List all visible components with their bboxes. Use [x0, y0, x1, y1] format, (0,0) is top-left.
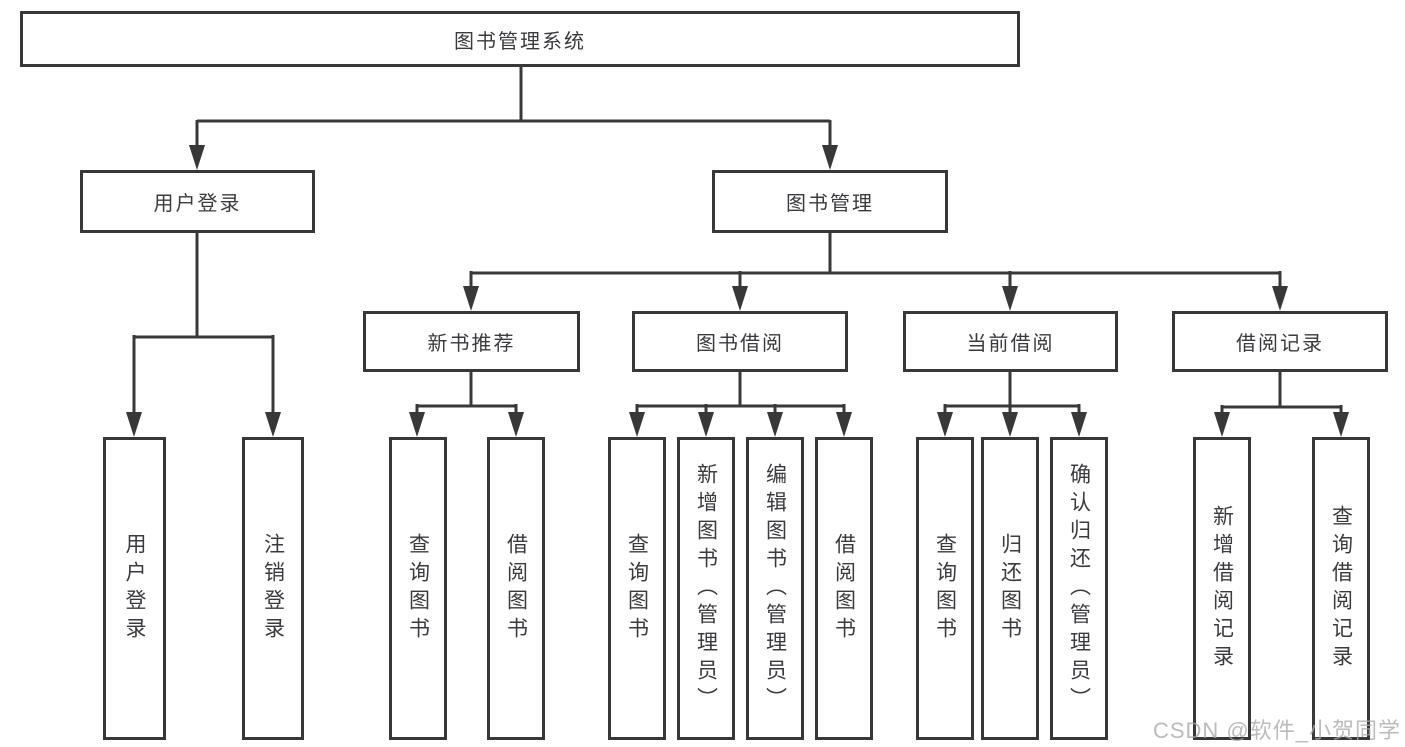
- leaf-query-books-2: 查询图书: [608, 437, 666, 740]
- leaf-add-book-admin: 新增图书（管理员）: [677, 437, 735, 740]
- node-book-management: 图书管理: [712, 170, 948, 233]
- arrow-down-icon: [189, 145, 205, 170]
- leaf-edit-book-admin: 编辑图书（管理员）: [746, 437, 804, 740]
- arrow-down-icon: [822, 145, 838, 170]
- csdn-watermark: CSDN @软件_小贺同学: [1152, 718, 1401, 743]
- arrow-down-icon: [836, 412, 852, 437]
- arrow-down-icon: [1272, 286, 1288, 311]
- node-user-login: 用户登录: [80, 170, 315, 233]
- arrow-down-icon: [698, 412, 714, 437]
- wire-records-to-leaves: [1220, 372, 1343, 416]
- leaf-query-books-3: 查询图书: [916, 437, 974, 740]
- leaf-borrow-books-1: 借阅图书: [487, 437, 545, 740]
- wire-root-to-level2: [195, 66, 832, 150]
- arrow-down-icon: [937, 412, 953, 437]
- wire-newbook-to-leaves: [415, 372, 518, 416]
- wire-bookmgmt-to-level3: [469, 232, 1282, 290]
- arrow-down-icon: [508, 412, 524, 437]
- arrow-down-icon: [463, 286, 479, 311]
- node-new-book-recommend: 新书推荐: [363, 311, 580, 372]
- node-root: 图书管理系统: [20, 11, 1020, 67]
- arrow-down-icon: [1002, 286, 1018, 311]
- arrow-down-icon: [732, 286, 748, 311]
- wire-currentborrow-to-leaves: [943, 372, 1081, 416]
- arrow-down-icon: [126, 412, 142, 437]
- arrow-down-icon: [1002, 412, 1018, 437]
- node-current-borrowing: 当前借阅: [903, 311, 1118, 372]
- wire-userlogin-to-leaves: [132, 232, 275, 416]
- node-borrowing-records: 借阅记录: [1172, 311, 1388, 372]
- leaf-query-borrow-record: 查询借阅记录: [1312, 437, 1370, 740]
- arrow-down-icon: [629, 412, 645, 437]
- arrow-down-icon: [409, 412, 425, 437]
- wire-bookborrow-to-leaves: [635, 372, 846, 416]
- arrowheads: [126, 145, 1349, 437]
- leaf-borrow-books-2: 借阅图书: [815, 437, 873, 740]
- arrow-down-icon: [1214, 412, 1230, 437]
- leaf-user-login: 用户登录: [103, 437, 166, 740]
- leaf-return-books: 归还图书: [981, 437, 1039, 740]
- arrow-down-icon: [265, 412, 281, 437]
- node-book-borrowing: 图书借阅: [632, 311, 848, 372]
- leaf-query-books-1: 查询图书: [389, 437, 447, 740]
- leaf-add-borrow-record: 新增借阅记录: [1193, 437, 1251, 740]
- arrow-down-icon: [767, 412, 783, 437]
- arrow-down-icon: [1071, 412, 1087, 437]
- arrow-down-icon: [1333, 412, 1349, 437]
- leaf-logout: 注销登录: [242, 437, 304, 740]
- leaf-confirm-return-admin: 确认归还（管理员）: [1050, 437, 1108, 740]
